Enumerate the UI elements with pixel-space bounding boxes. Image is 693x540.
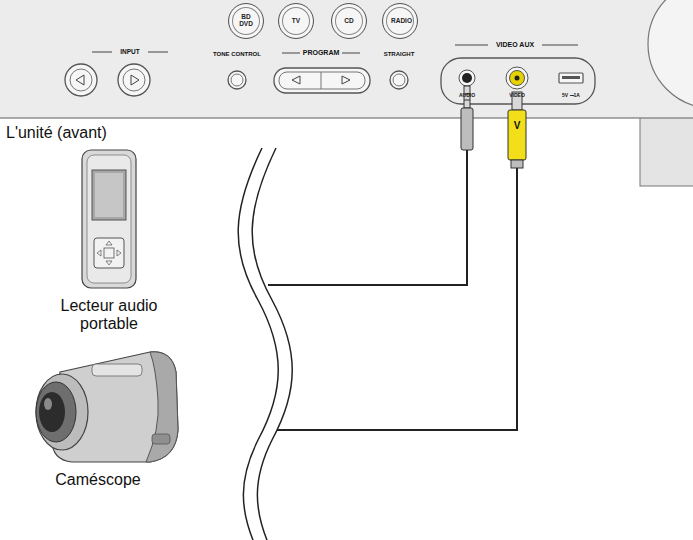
portable-player <box>82 150 136 288</box>
aux-frame <box>441 58 595 104</box>
rule-line <box>282 53 300 54</box>
rule-line <box>148 52 168 53</box>
source-button: CD <box>331 3 367 39</box>
jack-label: VIDEO <box>509 93 525 99</box>
tone-button <box>228 71 246 89</box>
rule-line <box>92 52 112 53</box>
straight-button <box>390 71 408 89</box>
input-buttons <box>65 64 150 96</box>
device-label: Caméscope <box>55 471 140 489</box>
jack-label: 5V ⎓1A <box>562 93 580 99</box>
button-label: RADIO <box>391 18 409 25</box>
panel-label: INPUT <box>120 48 140 55</box>
rule-line <box>542 45 578 46</box>
video-plug <box>508 92 526 168</box>
camcorder <box>36 352 178 462</box>
volume-knob <box>648 0 693 108</box>
jack-label: AUDIO <box>459 93 475 99</box>
front-panel <box>0 0 693 118</box>
panel-label: PROGRAM <box>303 49 340 57</box>
rule-line <box>342 53 360 54</box>
button-label: BD DVD <box>237 14 255 28</box>
program-button <box>274 68 370 93</box>
button-label: CD <box>340 18 358 25</box>
panel-label: TONE CONTROL <box>213 51 261 58</box>
plug-mark: V <box>514 120 521 131</box>
cables <box>268 150 517 430</box>
break-band <box>238 148 292 540</box>
unit-panel: L'unité (avant)BD DVDTVCDRADIO <box>0 0 693 118</box>
source-button: TV <box>278 3 314 39</box>
source-button: BD DVD <box>228 3 264 39</box>
rule-line <box>455 45 488 46</box>
source-button: RADIO <box>382 3 418 39</box>
unit-caption: L'unité (avant) <box>6 124 107 142</box>
panel-label: VIDEO AUX <box>496 41 534 49</box>
break-lines <box>238 148 292 540</box>
unit-foot <box>640 112 693 186</box>
aux-jacks <box>459 67 583 89</box>
button-label: TV <box>287 18 305 25</box>
device-label: Lecteur audio portable <box>39 297 179 332</box>
panel-label: STRAIGHT <box>384 51 415 58</box>
